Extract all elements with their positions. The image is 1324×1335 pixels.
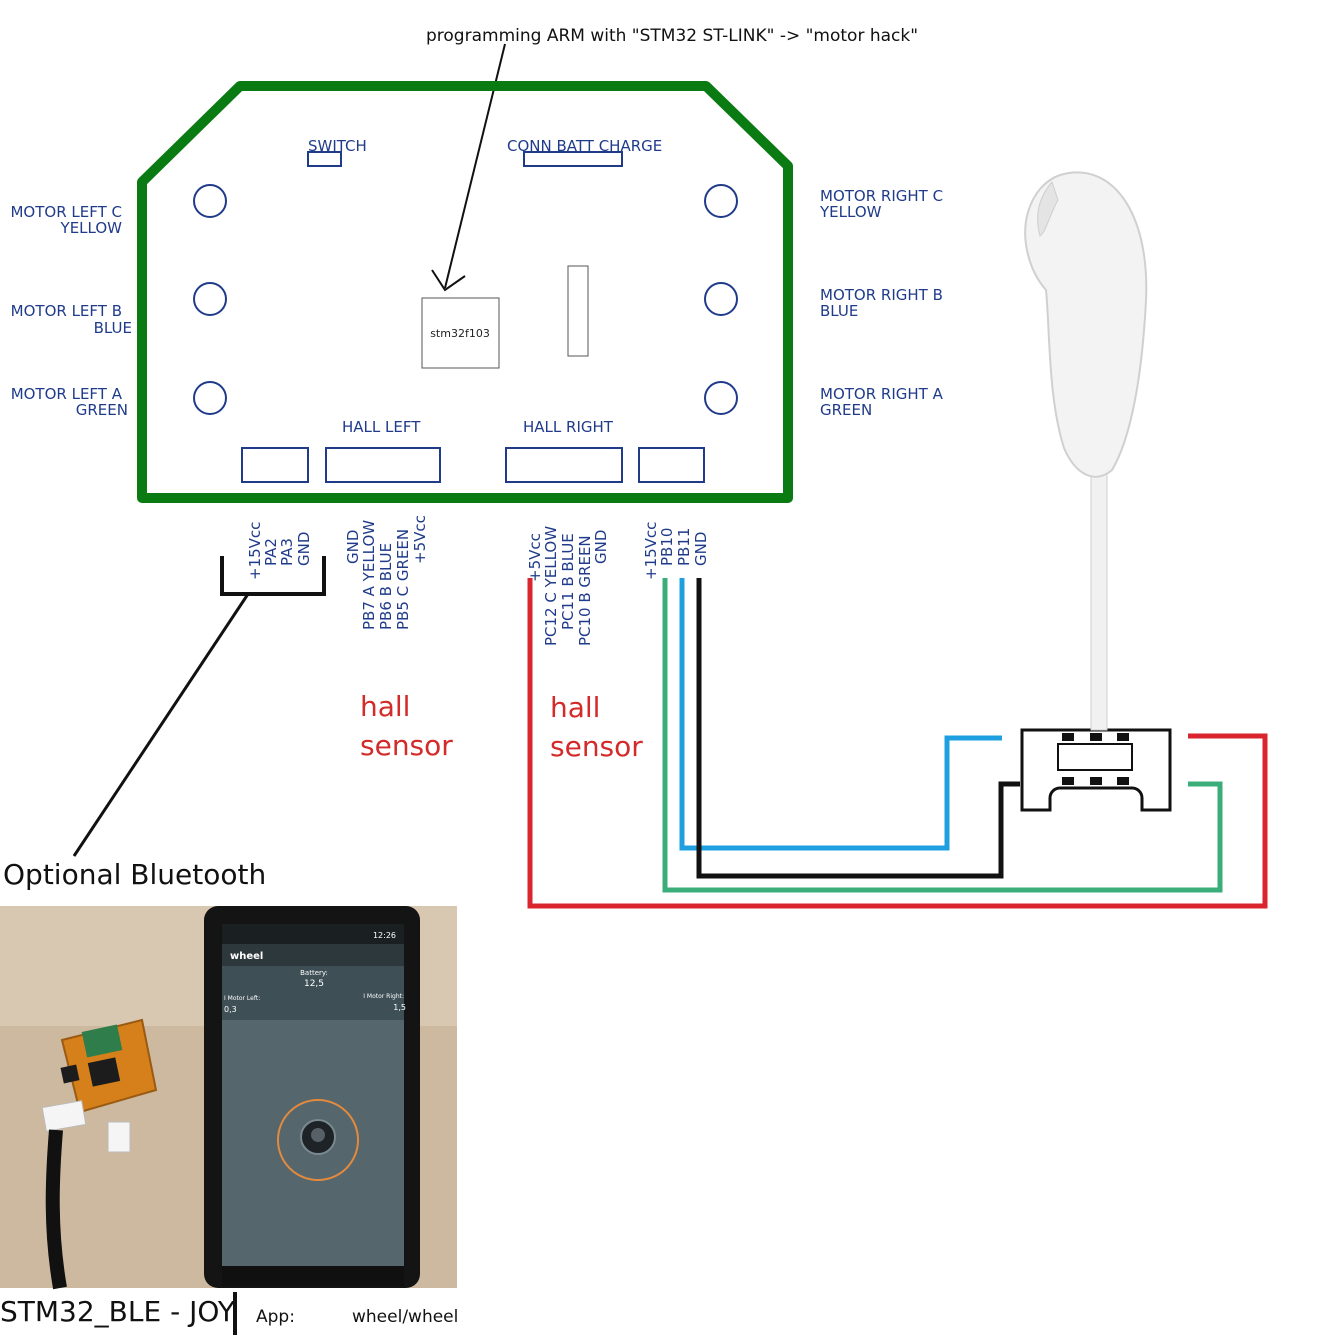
hall-left-connector — [325, 447, 441, 483]
programming-arrow-head — [431, 269, 466, 292]
bluetooth-wire — [72, 593, 250, 857]
phone-motor-left-value: 0,3 — [224, 1005, 237, 1014]
phone-app-title: wheel — [230, 951, 263, 962]
pin-hall-left-5vcc: +5Vcc — [411, 515, 429, 564]
phone-motor-right-label: I Motor Right: — [363, 993, 404, 1000]
phone-motor-left-label: I Motor Left: — [224, 995, 260, 1002]
hall-left-label: HALL LEFT — [342, 418, 421, 436]
footer-app-value: wheel/wheel — [352, 1307, 458, 1327]
pin-hall-right-gnd: GND — [592, 530, 610, 564]
motor-left-b-label: MOTOR LEFT B — [11, 302, 122, 320]
pin-hall-left-pb5: PB5 C GREEN — [394, 529, 412, 630]
chip-label: stm32f103 — [430, 327, 490, 340]
hall-right-label: HALL RIGHT — [523, 418, 614, 436]
footer-device-name: STM32_BLE - JOY — [0, 1295, 236, 1328]
phone-motor-right-value: 1,5 — [393, 1003, 406, 1012]
hall-right-connector — [505, 447, 623, 483]
phone: 12:26 wheel Battery: 12,5 I Motor Left: … — [204, 906, 420, 1288]
pin-hall-right-pc11: PC11 B BLUE — [559, 533, 577, 630]
joystick-ring — [277, 1099, 359, 1181]
nunchuk-controller — [1024, 171, 1148, 731]
pin-uart-gnd: GND — [295, 532, 313, 566]
pin-hall-right-pc12: PC12 C YELLOW — [542, 526, 560, 646]
wire-red-vcc — [527, 578, 1268, 909]
programming-arrow — [444, 43, 506, 289]
pin-hall-left-pb7: PB7 A YELLOW — [360, 520, 378, 630]
pin-hall-left-gnd: GND — [344, 530, 362, 564]
uart-connector — [241, 447, 309, 483]
hall-right-sensor-word2: sensor — [550, 730, 643, 763]
bluetooth-label: Optional Bluetooth — [3, 858, 266, 891]
batt-charge-label: CONN BATT CHARGE — [507, 137, 662, 155]
hall-left-sensor-word2: sensor — [360, 729, 453, 762]
programming-note: programming ARM with "STM32 ST-LINK" -> … — [426, 26, 918, 46]
st-link-header — [567, 265, 589, 357]
motor-left-a-pad — [193, 381, 227, 415]
motor-right-c-label: MOTOR RIGHT C — [820, 187, 943, 205]
motor-right-c-color: YELLOW — [819, 203, 882, 221]
pin-i2c-gnd: GND — [692, 532, 710, 566]
uart-bracket — [220, 556, 326, 596]
board-outline — [137, 81, 793, 503]
motor-right-a-pad — [704, 381, 738, 415]
phone-status-time: 12:26 — [373, 931, 396, 940]
motor-left-c-pad — [193, 184, 227, 218]
hall-left-sensor-word1: hall — [360, 690, 410, 723]
wire-blue-pb11 — [679, 578, 1002, 851]
pin-uart-15vcc: +15Vcc — [246, 522, 264, 580]
pin-i2c-15vcc: +15Vcc — [642, 522, 660, 580]
motor-left-a-label: MOTOR LEFT A — [11, 385, 123, 403]
pin-i2c-pb10: PB10 — [658, 528, 676, 566]
motor-right-b-pad — [704, 282, 738, 316]
stm32-chip — [421, 297, 500, 369]
bluetooth-photo: 12:26 wheel Battery: 12,5 I Motor Left: … — [0, 906, 457, 1290]
switch-label: SWITCH — [308, 137, 367, 155]
hall-right-sensor-word1: hall — [550, 691, 600, 724]
motor-left-a-color: GREEN — [76, 401, 128, 419]
footer-divider — [233, 1292, 237, 1335]
motor-left-b-color: BLUE — [94, 319, 132, 337]
motor-right-b-label: MOTOR RIGHT B — [820, 286, 943, 304]
motor-left-c-color: YELLOW — [60, 219, 123, 237]
wire-green-pb10 — [662, 578, 1223, 893]
footer-app-label: App: — [256, 1307, 295, 1327]
switch-connector — [307, 151, 342, 167]
i2c-connector — [638, 447, 705, 483]
pin-uart-pa2: PA2 — [262, 538, 280, 566]
motor-left-b-pad — [193, 282, 227, 316]
ble-module — [41, 1018, 158, 1290]
pin-hall-left-pb6: PB6 B BLUE — [377, 543, 395, 630]
batt-charge-connector — [523, 151, 623, 167]
pin-hall-right-pc10: PC10 B GREEN — [576, 535, 594, 646]
wire-black-gnd — [696, 578, 1020, 879]
motor-right-b-color: BLUE — [820, 302, 858, 320]
motor-right-a-label: MOTOR RIGHT A — [820, 385, 944, 403]
phone-battery-label: Battery: — [300, 969, 328, 977]
motor-right-c-pad — [704, 184, 738, 218]
joystick-center — [311, 1128, 325, 1142]
pin-uart-pa3: PA3 — [278, 538, 296, 566]
phone-battery-value: 12,5 — [304, 979, 324, 989]
pin-hall-right-5vcc: +5Vcc — [526, 533, 544, 582]
nunchuk-connector — [1020, 728, 1172, 812]
motor-left-c-label: MOTOR LEFT C — [10, 203, 122, 221]
motor-right-a-color: GREEN — [820, 401, 872, 419]
pin-i2c-pb11: PB11 — [675, 528, 693, 566]
